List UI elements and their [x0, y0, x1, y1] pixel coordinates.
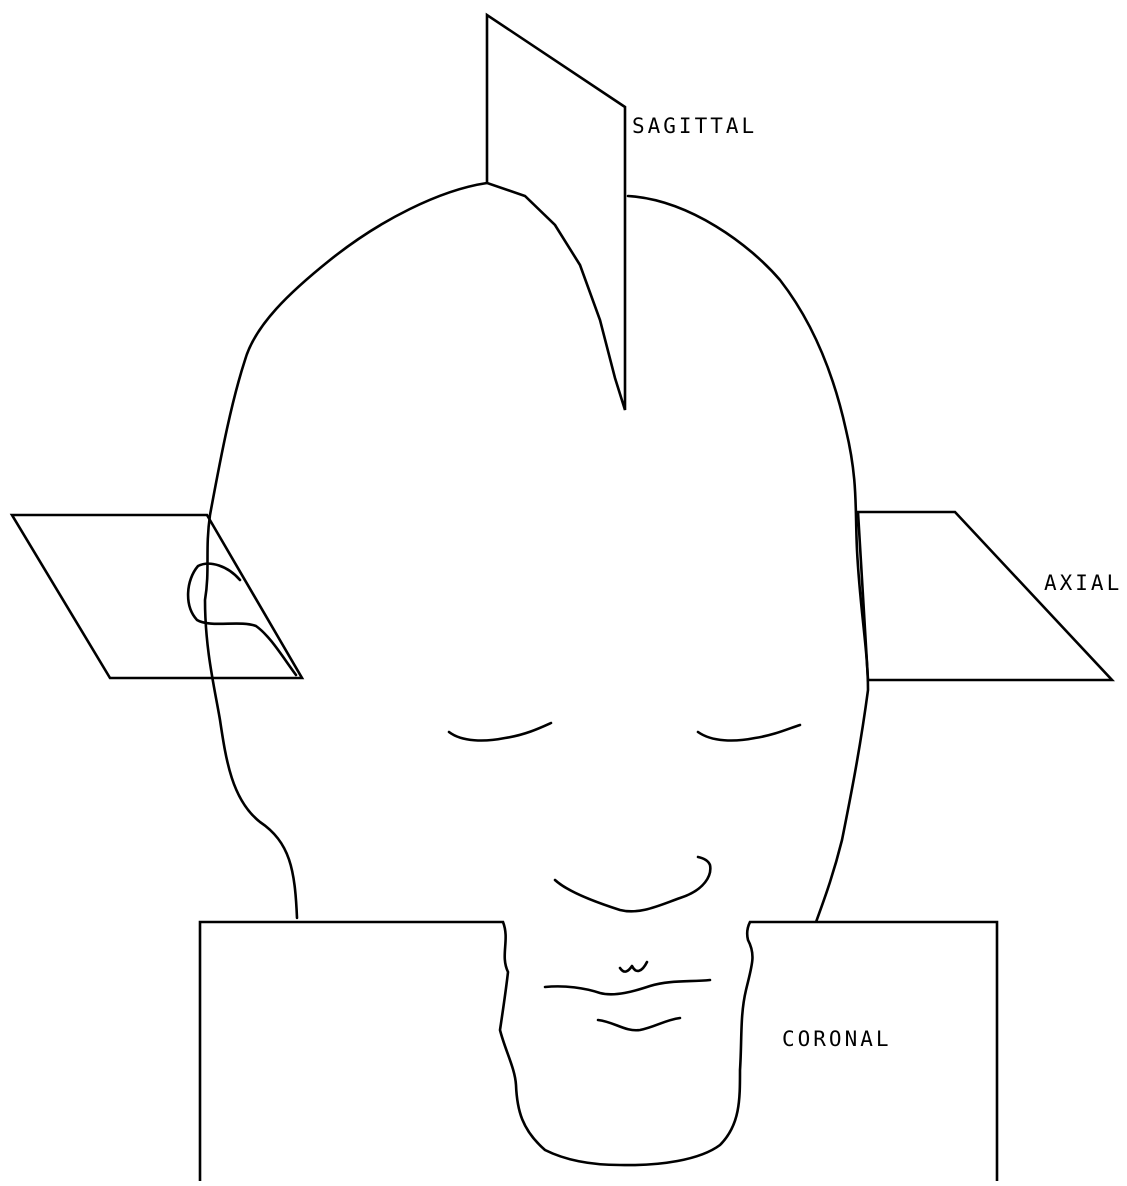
upper-lip [543, 978, 712, 996]
axial-label: AXIAL [1044, 571, 1122, 595]
nostrils [618, 960, 649, 973]
sagittal-plane [485, 12, 627, 411]
ear [186, 562, 298, 677]
axial-plane-left-wing [9, 513, 305, 680]
coronal-label: CORONAL [782, 1027, 892, 1051]
nose [553, 855, 712, 913]
right-eye [696, 723, 802, 742]
head-outline-right [626, 194, 870, 927]
sagittal-label: SAGITTAL [632, 114, 757, 138]
head-outline-left [203, 181, 489, 920]
lower-lip [596, 1016, 682, 1032]
coronal-plane [198, 920, 999, 1181]
left-eye [447, 721, 553, 742]
axial-plane-right-wing [856, 510, 1115, 682]
